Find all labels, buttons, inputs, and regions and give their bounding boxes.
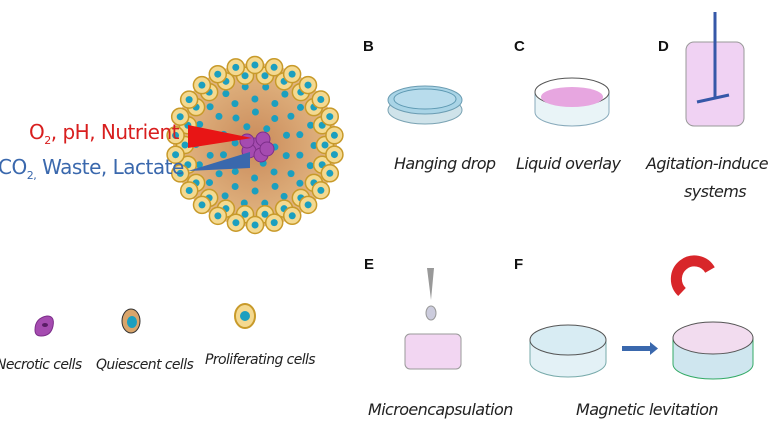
quiescent-cell xyxy=(241,83,249,91)
quiescent-cell xyxy=(251,174,259,182)
quiescent-cell xyxy=(282,152,290,160)
quiescent-cell xyxy=(287,170,295,178)
quiescent-cell xyxy=(296,103,304,111)
panel-label-f: F xyxy=(514,256,524,273)
panel-label-c: C xyxy=(514,38,525,55)
legend-label-necrotic: Necrotic cells xyxy=(0,357,82,373)
spheroid xyxy=(166,55,344,235)
caption-hanging-drop: Hanging drop xyxy=(394,154,496,173)
caption-liquid-overlay: Liquid overlay xyxy=(516,154,621,173)
quiescent-cell xyxy=(262,83,270,91)
levitation-dish-after-icon xyxy=(672,321,754,380)
caption-agitation-line2: systems xyxy=(684,182,747,201)
quiescent-cell xyxy=(296,131,304,139)
quiescent-cell xyxy=(271,100,279,108)
agitation-vessel-icon xyxy=(685,12,745,127)
quiescent-cell xyxy=(251,108,259,116)
levitation-dish-before-icon xyxy=(529,324,607,378)
quiescent-cell xyxy=(283,131,291,139)
proliferating-cell-icon xyxy=(234,303,256,329)
necrotic-cell xyxy=(259,141,275,157)
necrotic-cell-icon xyxy=(34,315,54,337)
quiescent-cell xyxy=(270,168,278,176)
quiescent-cell xyxy=(231,100,239,108)
nutrient-gradient-label: O2, pH, Nutrient xyxy=(29,120,180,147)
quiescent-cell xyxy=(307,121,315,129)
quiescent-cell xyxy=(296,151,304,159)
legend-label-proliferating: Proliferating cells xyxy=(205,352,316,368)
magnet-icon xyxy=(670,255,715,296)
quiescent-cell xyxy=(310,141,318,149)
quiescent-cell xyxy=(219,151,227,159)
microencapsulation-icon xyxy=(404,268,462,370)
quiescent-cell xyxy=(232,114,240,122)
quiescent-cell xyxy=(215,170,223,178)
quiescent-cell xyxy=(243,123,251,131)
waste-gradient-label: CO2, Waste, Lactate xyxy=(0,155,184,182)
quiescent-cell xyxy=(271,115,279,123)
quiescent-cell xyxy=(251,95,259,103)
quiescent-cell xyxy=(306,162,314,170)
arrow-right-icon xyxy=(622,342,658,355)
quiescent-cell xyxy=(296,179,304,187)
quiescent-cell xyxy=(261,199,269,207)
caption-agitation: Agitation-induce xyxy=(646,154,769,173)
quiescent-cell xyxy=(280,192,288,200)
quiescent-cell xyxy=(206,103,214,111)
waste-gradient-arrow xyxy=(188,152,250,171)
legend-label-quiescent: Quiescent cells xyxy=(96,357,194,373)
quiescent-cell-icon xyxy=(121,308,141,334)
nutrient-gradient-arrow xyxy=(188,125,252,148)
quiescent-cell xyxy=(231,182,239,190)
quiescent-cell xyxy=(271,182,279,190)
quiescent-cell xyxy=(196,120,204,128)
quiescent-cell xyxy=(206,179,214,187)
liquid-overlay-dish-icon xyxy=(534,77,610,127)
caption-microencapsulation: Microencapsulation xyxy=(368,400,513,419)
hanging-drop-dish-icon xyxy=(387,85,463,125)
quiescent-cell xyxy=(240,199,248,207)
quiescent-cell xyxy=(231,139,239,147)
quiescent-cell xyxy=(263,125,271,133)
panel-label-d: D xyxy=(658,38,669,55)
quiescent-cell xyxy=(287,112,295,120)
panel-label-e: E xyxy=(364,256,375,273)
caption-magnetic-levitation: Magnetic levitation xyxy=(576,400,718,419)
quiescent-cell xyxy=(206,151,214,159)
quiescent-cell xyxy=(195,161,203,169)
quiescent-cell xyxy=(251,187,259,195)
quiescent-cell xyxy=(231,167,239,175)
quiescent-cell xyxy=(281,90,289,98)
panel-label-b: B xyxy=(363,38,374,55)
quiescent-cell xyxy=(215,112,223,120)
quiescent-cell xyxy=(222,90,230,98)
quiescent-cell xyxy=(221,192,229,200)
